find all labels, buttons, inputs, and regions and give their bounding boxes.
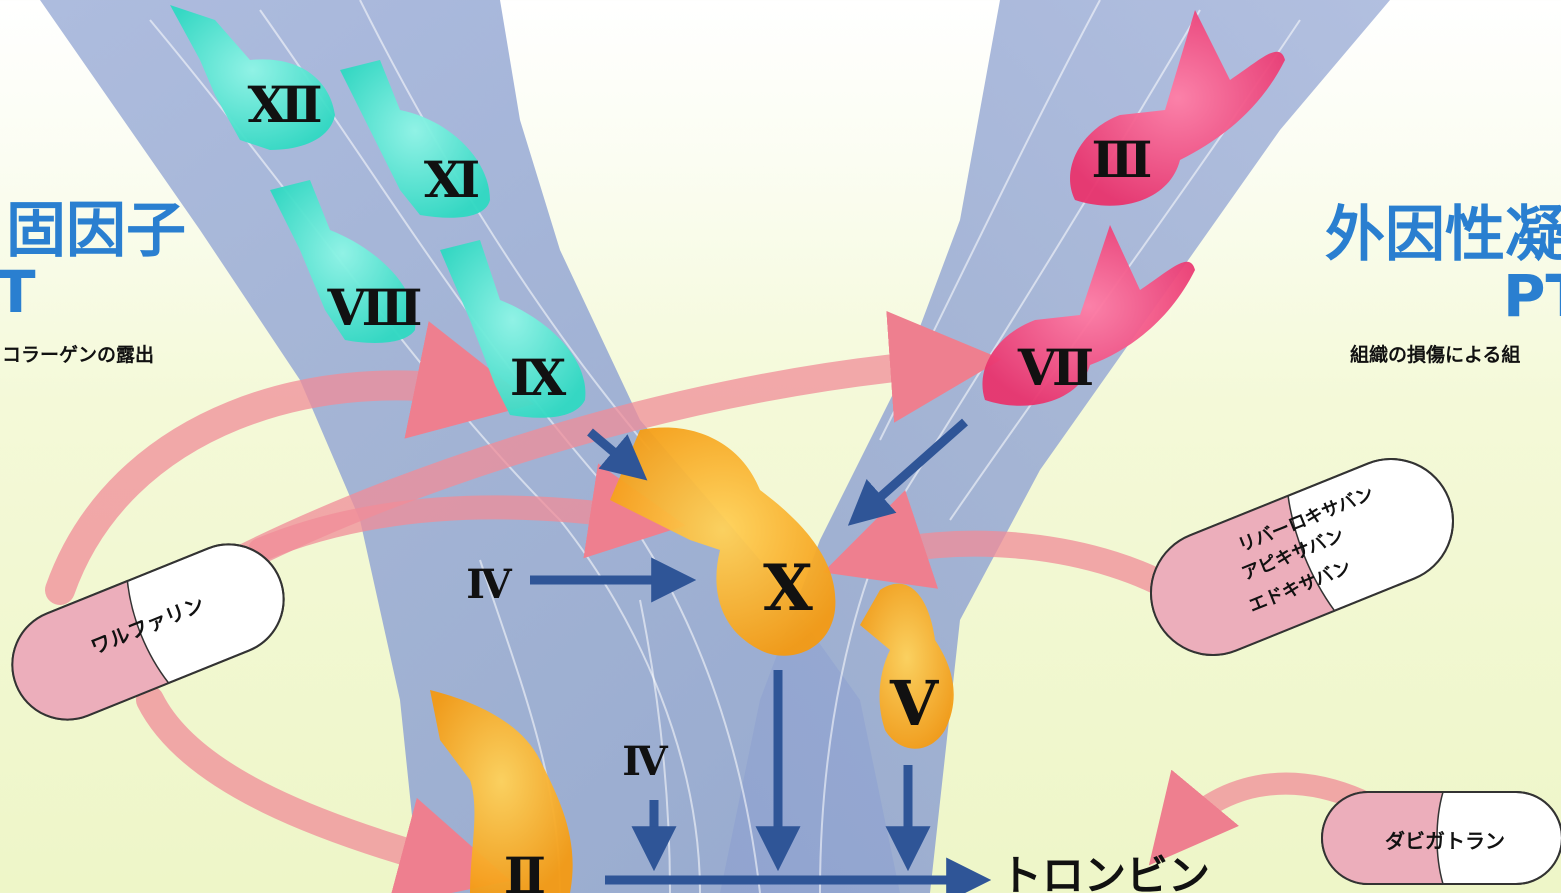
fish-ix — [440, 240, 586, 418]
factor-xii-label: Ⅻ — [247, 75, 322, 134]
factor-labels: Ⅻ Ⅺ Ⅷ Ⅸ Ⅲ Ⅶ Ⅳ X V Ⅳ Ⅱ — [247, 75, 1152, 893]
extrinsic-stream — [720, 0, 1390, 893]
factor-v-label: V — [889, 667, 939, 740]
warfarin-capsule — [11, 543, 285, 721]
factor-viii-label: Ⅷ — [327, 278, 423, 337]
factor-xi-label: Ⅺ — [424, 150, 480, 209]
xa-inhibitor-capsule — [1149, 458, 1455, 656]
factor-x-label: X — [763, 551, 813, 626]
factor-ii-label: Ⅱ — [504, 846, 546, 893]
intrinsic-test: T — [0, 258, 36, 326]
intrinsic-stream — [40, 0, 900, 893]
fish-x — [610, 427, 836, 656]
factor-iii-label: Ⅲ — [1092, 130, 1153, 189]
factor-iv-upper-label: Ⅳ — [466, 561, 512, 608]
factor-iv-lower-label: Ⅳ — [622, 738, 668, 785]
fish-xi — [340, 60, 490, 218]
factor-vii-label: Ⅶ — [1017, 338, 1094, 397]
factor-ix-label: Ⅸ — [510, 348, 567, 407]
cascade-arrows — [530, 418, 992, 893]
fish-vii — [982, 225, 1195, 406]
dabigatran-label: ダビガトラン — [1385, 829, 1505, 853]
extrinsic-title: 外因性凝 — [1325, 200, 1561, 270]
intrinsic-trigger: コラーゲンの露出 — [2, 344, 155, 366]
fish-viii — [270, 180, 416, 343]
extrinsic-test: PT — [1503, 262, 1561, 330]
intrinsic-title: 固因子 — [6, 196, 186, 266]
fish-xii — [170, 5, 335, 150]
dabigatran-capsule — [1321, 791, 1561, 885]
fish-iii — [1070, 10, 1285, 206]
fish-ii — [430, 690, 573, 893]
extrinsic-trigger: 組織の損傷による組 — [1350, 344, 1521, 366]
fish-v — [860, 583, 954, 749]
thrombin-label: トロンビン — [1000, 851, 1210, 893]
